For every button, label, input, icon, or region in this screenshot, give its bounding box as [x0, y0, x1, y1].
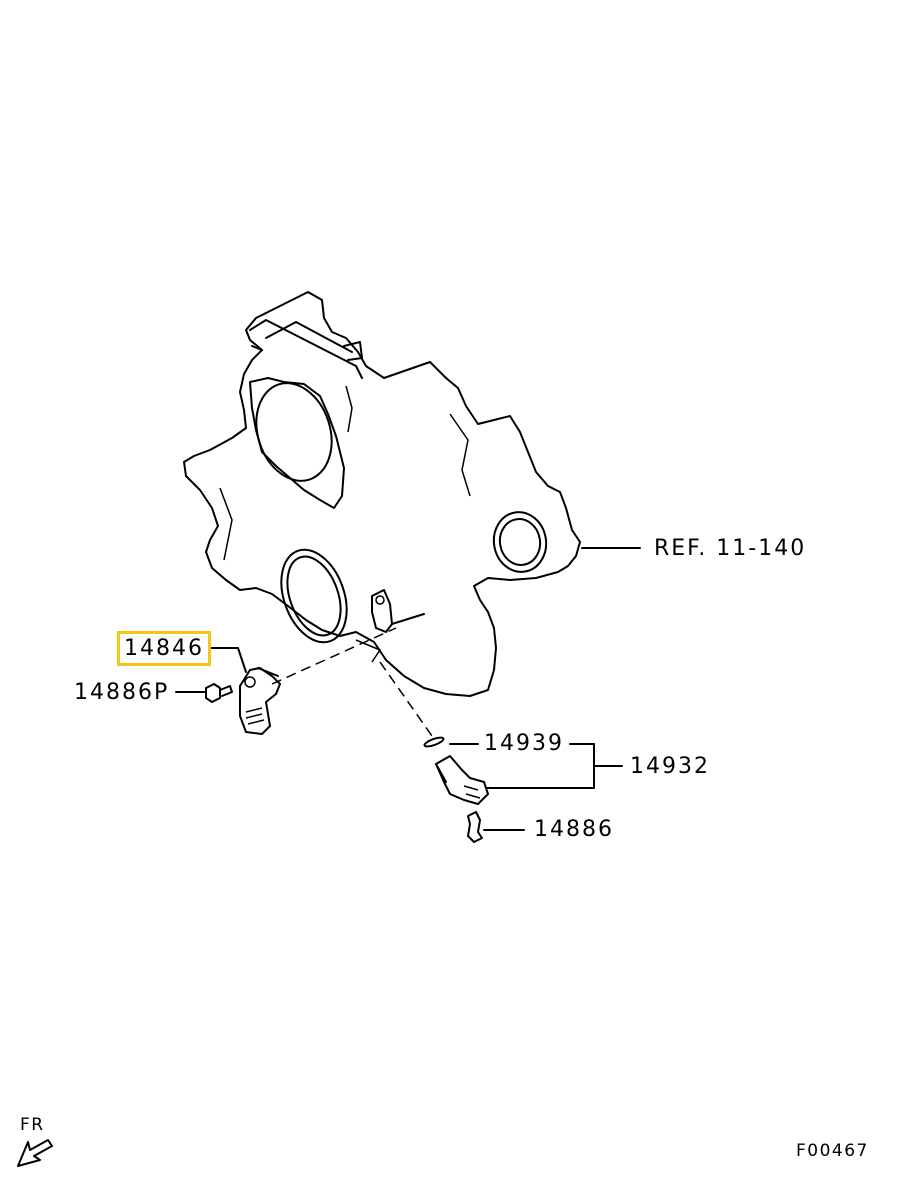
- leader-lines: [175, 547, 641, 831]
- part-callout-14932[interactable]: 14932: [630, 754, 710, 779]
- timing-cover: [183, 291, 581, 697]
- part-callout-14846[interactable]: 14846: [117, 631, 211, 666]
- crank-position-sensor: [435, 755, 489, 805]
- part-callout-14939[interactable]: 14939: [484, 731, 564, 756]
- front-direction-label: FR: [20, 1115, 45, 1135]
- cam-position-sensor: [239, 667, 281, 735]
- oring-14939: [423, 736, 445, 748]
- figure-code: F00467: [796, 1141, 869, 1161]
- bolt-14886: [467, 811, 483, 843]
- ref-callout[interactable]: REF. 11-140: [654, 536, 807, 561]
- part-callout-14886[interactable]: 14886: [534, 817, 614, 842]
- part-callout-14886p[interactable]: 14886P: [74, 680, 170, 705]
- bolt-14886p: [205, 683, 233, 703]
- front-direction-arrow-icon: [17, 1139, 53, 1167]
